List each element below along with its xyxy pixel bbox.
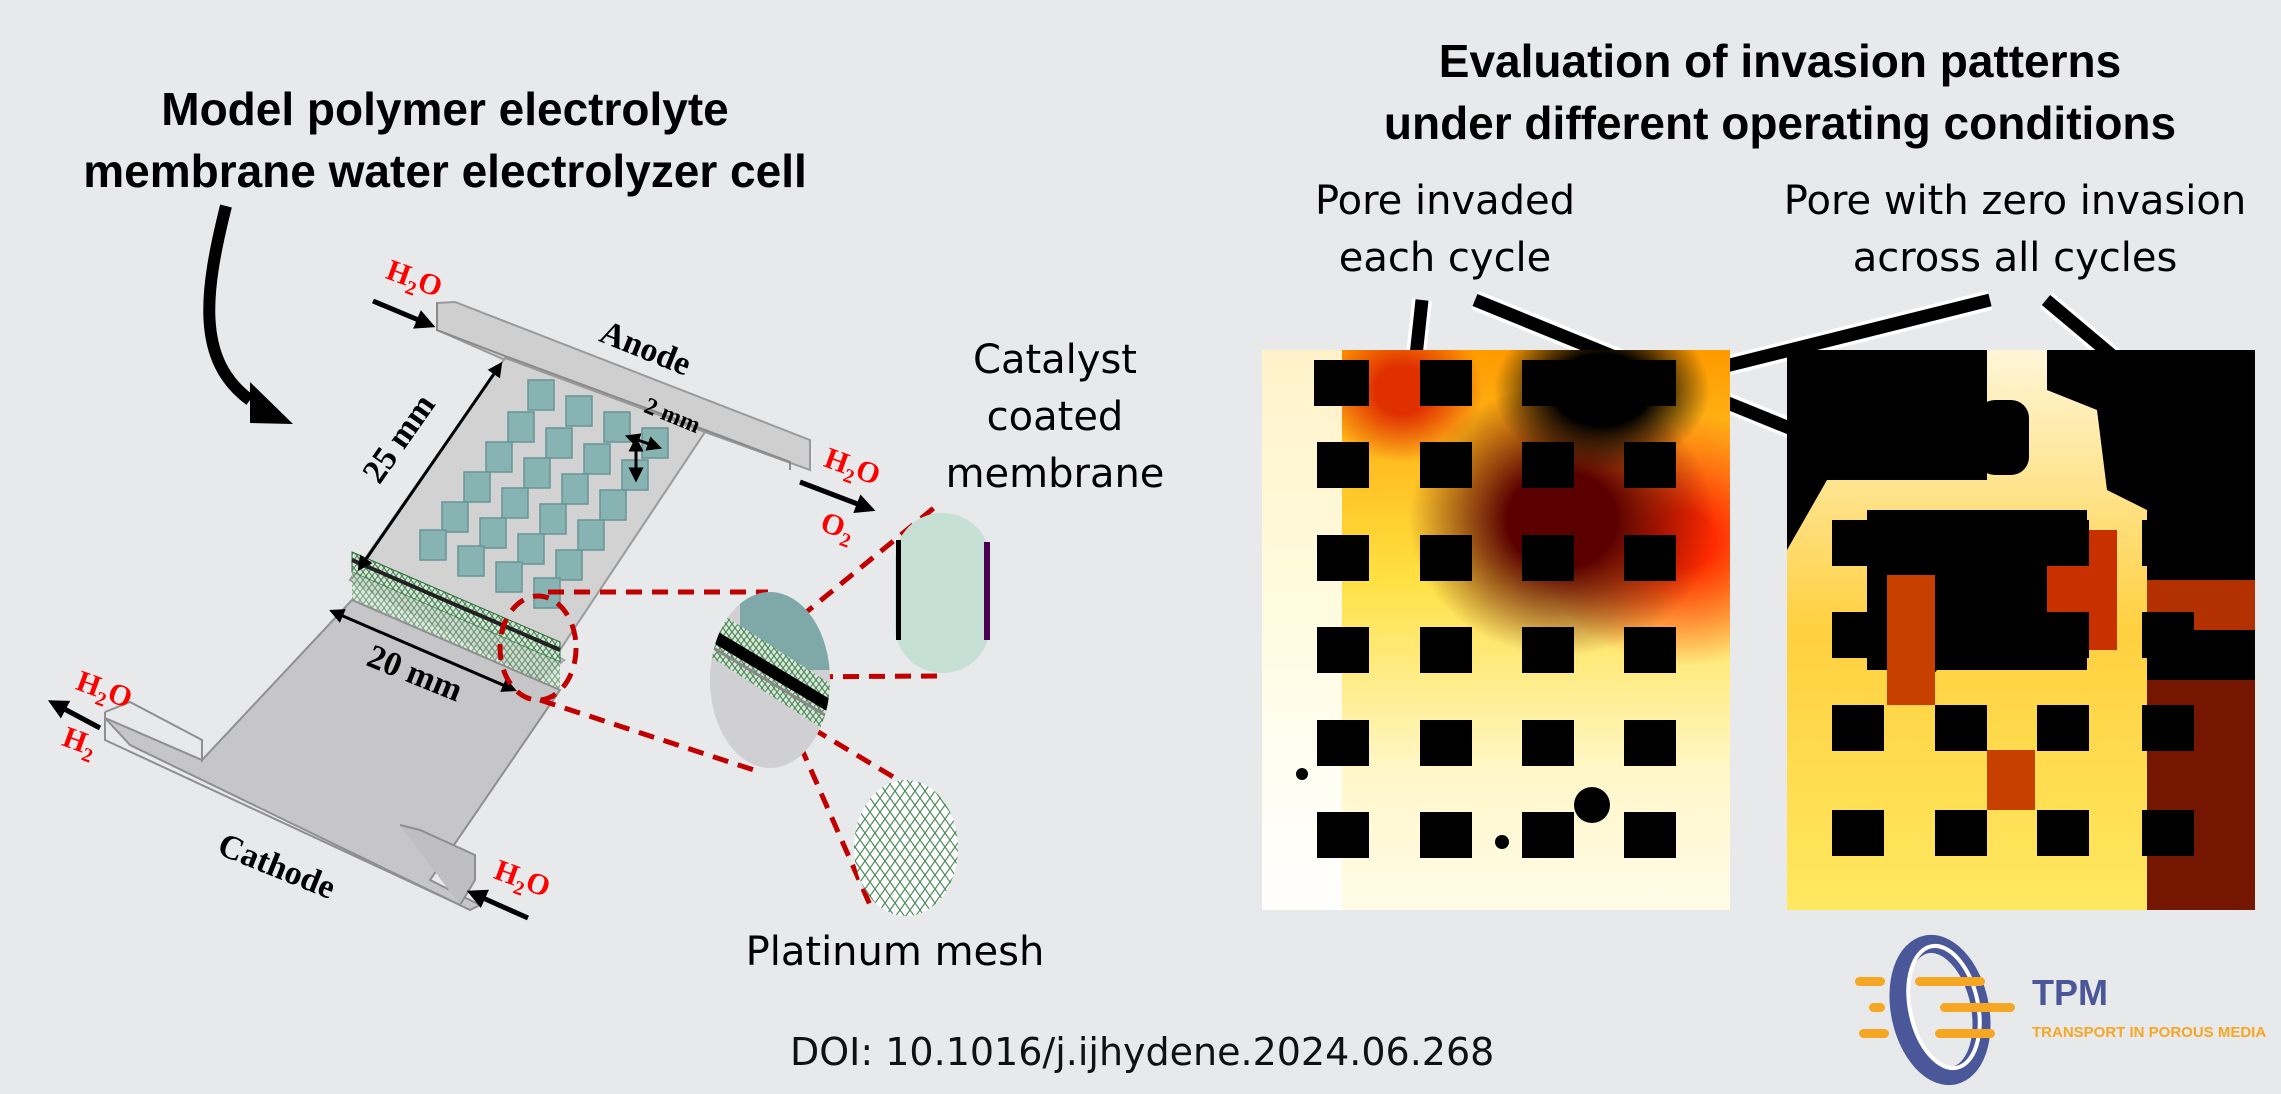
ccm-label-line3: membrane — [945, 451, 1165, 497]
cathode-inlet-arrow — [466, 889, 530, 921]
right-title-line2: under different operating conditions — [1383, 97, 2177, 149]
tpm-logo-emblem — [1855, 934, 2015, 1086]
ccm-label-line1: Catalyst — [973, 337, 1137, 383]
platinum-mesh-label: Platinum mesh — [745, 929, 1045, 975]
tpm-logo: TPM TRANSPORT IN POROUS MEDIA — [1855, 930, 2275, 1086]
annotation-pore-invaded: Pore invaded each cycle — [1270, 173, 1620, 287]
anode-channel — [436, 300, 811, 472]
ccm-label: Catalyst coated membrane — [920, 332, 1190, 503]
invasion-map-condition-1 — [1262, 350, 1730, 910]
annotation-pore-invaded-line2: each cycle — [1338, 235, 1552, 281]
annotation-pore-zero-invasion: Pore with zero invasion across all cycle… — [1755, 173, 2275, 287]
annotation-pore-zero-line2: across all cycles — [1852, 235, 2178, 281]
tpm-logo-abbr: TPM — [2032, 972, 2108, 1013]
anode-inlet-arrow — [372, 298, 436, 329]
curved-pointer-arrow — [203, 204, 293, 424]
cathode-outlet-arrow — [47, 700, 102, 731]
ccm-detail-capsule — [895, 513, 990, 673]
dimension-arrow-20mm — [329, 609, 517, 692]
doi-citation[interactable]: DOI: 10.1016/j.ijhydene.2024.06.268 — [790, 1030, 1495, 1074]
left-title-line1: Model polymer electrolyte — [161, 83, 729, 135]
right-title-line1: Evaluation of invasion patterns — [1438, 35, 2122, 87]
anode-outlet-arrow — [799, 479, 876, 514]
annotation-pore-zero-line1: Pore with zero invasion — [1783, 178, 2247, 224]
tpm-logo-name: TRANSPORT IN POROUS MEDIA — [2032, 1024, 2267, 1041]
platinum-mesh-detail — [854, 780, 958, 916]
invasion-map-condition-2 — [1787, 350, 2255, 910]
dimension-arrow-25mm — [357, 361, 503, 572]
left-title: Model polymer electrolyte membrane water… — [20, 78, 870, 202]
left-title-line2: membrane water electrolyzer cell — [83, 145, 807, 197]
ccm-label-line2: coated — [986, 394, 1124, 440]
right-title: Evaluation of invasion patterns under di… — [1290, 30, 2270, 154]
pillars-1 — [1296, 360, 1676, 858]
invasion-pattern-2 — [1787, 350, 2255, 910]
annotation-pore-invaded-line1: Pore invaded — [1314, 178, 1576, 224]
membrane-magnified-oval — [710, 592, 830, 768]
